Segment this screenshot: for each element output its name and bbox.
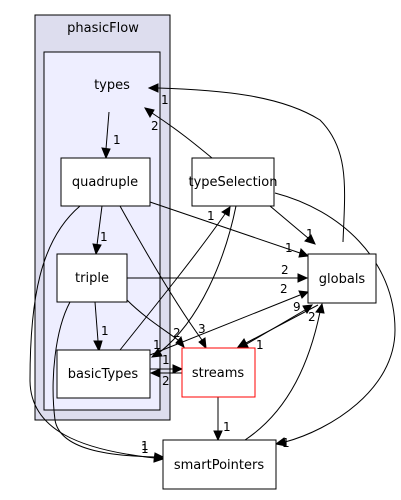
- edge-label-triple-smartpointers: 1: [141, 439, 149, 453]
- edge-label-smartpointers-globals: 2: [308, 310, 316, 324]
- edge-quadruple-streams: 2: [119, 205, 207, 350]
- edge-triple-globals: 2: [127, 263, 309, 283]
- node-globals[interactable]: globals: [307, 253, 377, 304]
- node-globals-box: [307, 253, 377, 304]
- node-smartpointers-label: smartPointers: [174, 458, 264, 473]
- edge-streams-basictypes: 1: [149, 353, 182, 378]
- node-types-label: types: [94, 78, 130, 93]
- edge-label-streams-globals: 9: [293, 300, 301, 314]
- edge-typeselection-basictypes: 1: [150, 205, 237, 358]
- edge-quadruple-triple: 1: [92, 205, 108, 256]
- node-basictypes-label: basicTypes: [68, 367, 139, 382]
- edge-label-typeselection-smartpointers: 1: [282, 436, 290, 450]
- edge-label-basictypes-globals: 2: [280, 282, 288, 296]
- edge-quadruple-globals: 1: [149, 201, 310, 258]
- node-quadruple-box: [60, 157, 151, 207]
- edge-label-globals-types: 1: [161, 93, 169, 107]
- edge-typeselection-types: 2: [144, 107, 213, 159]
- edge-label-quadruple-globals: 1: [285, 241, 293, 255]
- edge-label-globals-streams: 1: [256, 338, 264, 352]
- node-streams-label: streams: [192, 366, 245, 381]
- node-streams-box: [181, 347, 256, 398]
- edge-label-typeselection-globals: 1: [306, 227, 314, 241]
- node-smartpointers-box: [162, 439, 277, 490]
- node-typeselection[interactable]: typeSelection: [189, 157, 278, 207]
- edge-label-typeselection-basictypes: 1: [153, 338, 161, 352]
- edge-basictypes-streams: 2: [150, 364, 184, 388]
- node-quadruple[interactable]: quadruple: [60, 157, 151, 207]
- node-streams[interactable]: streams: [181, 347, 256, 398]
- node-globals-label: globals: [319, 272, 366, 287]
- edge-globals-streams: 1: [237, 304, 319, 352]
- edge-label-triple-streams: 3: [198, 322, 206, 336]
- edge-typeselection-smartpointers: 1: [274, 192, 396, 450]
- edge-basictypes-globals: 2: [149, 282, 310, 356]
- edge-triple-basictypes: 1: [93, 301, 109, 353]
- edge-triple-smartpointers: 1: [52, 301, 165, 462]
- edge-label-quadruple-smartpointers: 1: [141, 442, 149, 456]
- edge-label-streams-basictypes: 1: [162, 353, 170, 367]
- node-types[interactable]: types: [94, 78, 130, 93]
- edge-label-basictypes-typeselection: 1: [207, 209, 215, 223]
- edge-label-triple-globals: 2: [281, 263, 289, 277]
- node-triple-box: [56, 253, 128, 303]
- edge-label-quadruple-triple: 1: [100, 230, 108, 244]
- edge-label-streams-smartpointers: 1: [223, 420, 231, 434]
- edge-basictypes-typeselection: 1: [119, 206, 231, 351]
- edge-label-basictypes-streams: 2: [162, 374, 170, 388]
- node-triple-label: triple: [75, 271, 109, 286]
- edge-label-triple-basictypes: 1: [101, 324, 109, 338]
- edge-typeselection-globals: 1: [269, 205, 316, 245]
- node-triple[interactable]: triple: [56, 253, 128, 303]
- node-quadruple-label: quadruple: [72, 175, 138, 190]
- node-smartpointers[interactable]: smartPointers: [162, 439, 277, 490]
- edge-types-quadruple: 1: [101, 111, 121, 160]
- edge-streams-smartpointers: 1: [213, 397, 231, 442]
- edge-globals-types: 1: [147, 83, 346, 243]
- node-typeselection-box: [191, 157, 275, 207]
- edges: 1 2 1 1 1 2: [29, 83, 396, 463]
- node-basictypes-box: [56, 349, 151, 399]
- cluster-phasicflow-label: phasicFlow: [67, 21, 139, 36]
- node-basictypes[interactable]: basicTypes: [56, 349, 151, 399]
- edge-smartpointers-globals: 2: [244, 302, 325, 441]
- edge-label-typeselection-types: 2: [151, 119, 159, 133]
- edge-label-quadruple-streams: 2: [173, 326, 181, 340]
- edge-label-types-quadruple: 1: [113, 133, 121, 147]
- node-typeselection-label: typeSelection: [189, 175, 278, 190]
